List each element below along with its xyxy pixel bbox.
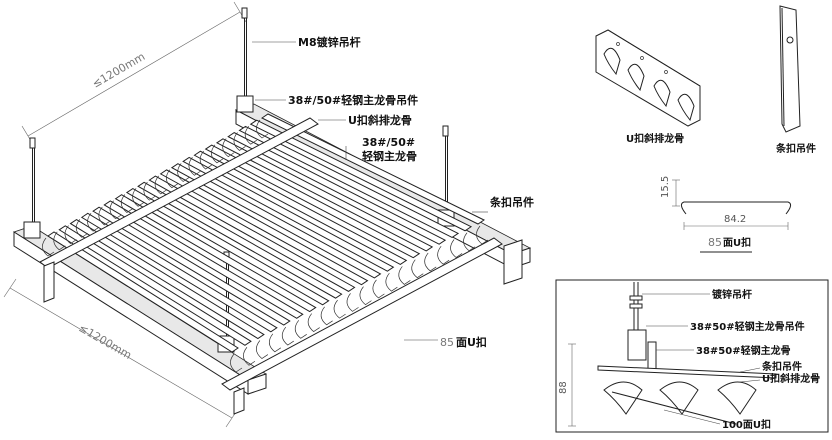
section-label-panel: 100面U扣 xyxy=(722,418,771,431)
panel-strip xyxy=(114,194,317,313)
caption-strip-hanger-part: 条扣吊件 xyxy=(775,142,816,155)
strip-end-hook xyxy=(154,175,167,195)
strip-end-hook xyxy=(268,333,282,353)
section-label-hanger: 38#50#轻钢主龙骨吊件 xyxy=(690,320,805,333)
strip-end-hook xyxy=(256,119,269,139)
panel-caption-num: 85 xyxy=(708,236,722,249)
panel-strip xyxy=(58,225,252,346)
panel-strip xyxy=(227,132,447,245)
dimension-back: ≤1200mm xyxy=(21,1,247,147)
strip-end-hook xyxy=(199,150,212,170)
label-strip-hanger: 条扣吊件 xyxy=(489,195,534,209)
label-panel-num: 85 xyxy=(440,336,454,349)
panel-strip xyxy=(137,181,343,299)
strip-end-hook xyxy=(346,293,359,312)
label-ubuckle-keel: U扣斜排龙骨 xyxy=(348,113,412,127)
strip-end-hook xyxy=(424,252,437,272)
panel-strip xyxy=(249,119,473,232)
strip-end-hook xyxy=(177,163,190,182)
strip-end-hook xyxy=(243,347,256,366)
strip-end-hook xyxy=(320,306,333,326)
panel-strips xyxy=(42,113,489,373)
panel-strip xyxy=(159,169,369,286)
panel-strip xyxy=(193,150,408,266)
dim-back-label: ≤1200mm xyxy=(90,50,147,91)
panel-profile-drawing: 15.5 84.2 85 面U扣 xyxy=(660,176,792,253)
isometric-assembly: ≤1200mm ≤1200mm xyxy=(3,1,534,428)
strip-end-hook xyxy=(42,237,55,257)
strip-end-hook xyxy=(230,353,243,373)
dim-width-84-2: 84.2 xyxy=(724,214,746,225)
strip-end-hook xyxy=(398,266,411,285)
strip-end-hook xyxy=(463,232,476,252)
section-label-keel: 38#50#轻钢主龙骨 xyxy=(696,344,791,357)
strip-end-hook xyxy=(244,125,257,145)
ubuckle-part-drawing: U扣斜排龙骨 xyxy=(595,29,701,145)
panel-strip xyxy=(215,138,434,252)
strip-end-hook xyxy=(450,239,463,258)
strip-end-hook xyxy=(109,200,122,220)
section-frame xyxy=(555,279,829,433)
iso-labels: M8镀锌吊杆 38#/50#轻钢主龙骨吊件 U扣斜排龙骨 38#/50# 轻钢主… xyxy=(252,35,534,349)
panel-strip xyxy=(260,113,486,225)
strip-end-hook xyxy=(166,169,179,189)
panel-strip xyxy=(238,125,460,239)
end-brackets xyxy=(43,239,523,415)
strip-end-hook xyxy=(281,326,294,346)
panel-strip xyxy=(80,212,278,333)
strip-end-hook xyxy=(64,225,77,245)
strip-end-hook xyxy=(211,144,224,164)
section-label-strip-hanger: 条扣吊件 xyxy=(761,360,802,373)
caption-ubuckle-part: U扣斜排龙骨 xyxy=(626,132,684,145)
panel-caption-text: 面U扣 xyxy=(723,236,751,249)
strip-end-hook xyxy=(75,219,88,238)
label-keel-line1: 38#/50# xyxy=(362,136,415,149)
strip-end-hook xyxy=(87,212,100,232)
strip-end-hook xyxy=(188,157,201,176)
label-panel-text: 面U扣 xyxy=(456,335,487,349)
label-keel-line2: 轻钢主龙骨 xyxy=(362,149,417,163)
panel-strip xyxy=(47,231,239,353)
panel-strip xyxy=(125,187,330,306)
strip-end-hook xyxy=(359,286,372,306)
strip-end-hook xyxy=(294,320,307,339)
strip-end-hook xyxy=(333,299,346,319)
label-m8-rod: M8镀锌吊杆 xyxy=(298,35,361,49)
panel-strip xyxy=(170,163,382,279)
strip-end-hook xyxy=(411,259,424,279)
section-label-rod: 镀锌吊杆 xyxy=(712,288,752,301)
panel-strip xyxy=(148,175,356,292)
strip-end-hook xyxy=(256,340,269,359)
strip-hanger-part-drawing: 条扣吊件 xyxy=(775,5,816,155)
ubuckle-keels xyxy=(39,117,503,391)
panel-strip xyxy=(92,206,291,326)
strip-end-hook xyxy=(143,181,156,201)
strip-end-hook xyxy=(222,138,235,158)
strip-end-hook xyxy=(385,272,398,292)
strip-end-hook xyxy=(98,206,111,226)
panel-strip xyxy=(204,144,421,259)
strip-end-hook xyxy=(120,194,134,213)
strip-end-hook xyxy=(132,188,145,207)
dim-front-label: ≤1200mm xyxy=(77,321,134,362)
strip-end-hook xyxy=(53,231,66,251)
strip-end-hook xyxy=(233,132,246,151)
section-detail: 88 镀锌吊杆 38#50#轻钢主龙骨吊件 38#50#轻钢主龙骨 条扣吊件 U… xyxy=(555,279,829,433)
strip-end-hook xyxy=(372,279,385,299)
section-height-dim: 88 xyxy=(558,381,569,394)
strip-end-hook xyxy=(307,313,320,333)
section-label-ubuckle: U扣斜排龙骨 xyxy=(762,372,820,385)
panel-strip xyxy=(69,218,265,340)
panel-strip xyxy=(103,200,304,319)
strip-end-hook xyxy=(437,245,450,265)
detail-top-right: U扣斜排龙骨 条扣吊件 15.5 84.2 85 面U扣 xyxy=(595,5,816,253)
panel-strip xyxy=(182,156,395,272)
dim-height-15-5: 15.5 xyxy=(660,176,671,198)
label-main-keel-hanger: 38#/50#轻钢主龙骨吊件 xyxy=(288,93,418,107)
